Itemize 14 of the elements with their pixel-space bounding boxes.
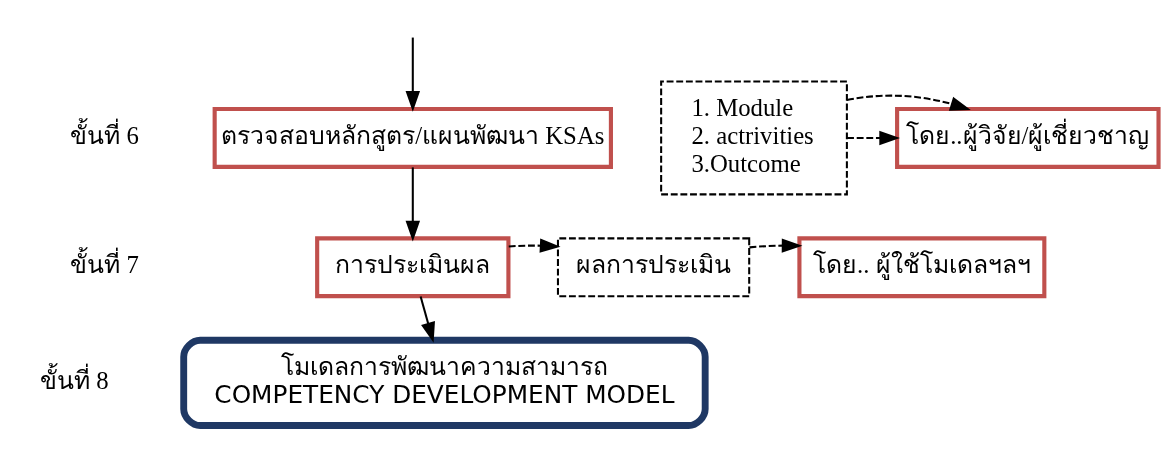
node-box: โดย..ผู้วิจัย/ผู้เชี่ยวชาญ [895, 106, 1161, 169]
arrow [846, 94, 971, 111]
node-box: โดย.. ผู้ใช้โมเดลฯลฯ [797, 236, 1047, 299]
node-box: 1. Module 2. actrivities 3.Outcome [660, 80, 848, 196]
arrow [508, 238, 561, 253]
node-box: ผลการประเมิน [556, 237, 751, 298]
node-box: การประเมินผล [315, 236, 511, 299]
arrow [405, 167, 421, 242]
arrow [419, 296, 435, 343]
arrow [749, 238, 803, 253]
arrow [847, 130, 900, 146]
arrow [405, 37, 421, 112]
node-box: ตรวจสอบหลักสูตร/แผนพัฒนา KSAs [212, 106, 613, 169]
node-box: โมเดลการพัฒนาความสามารถ COMPETENCY DEVELOPMENT MODEL [180, 336, 709, 429]
